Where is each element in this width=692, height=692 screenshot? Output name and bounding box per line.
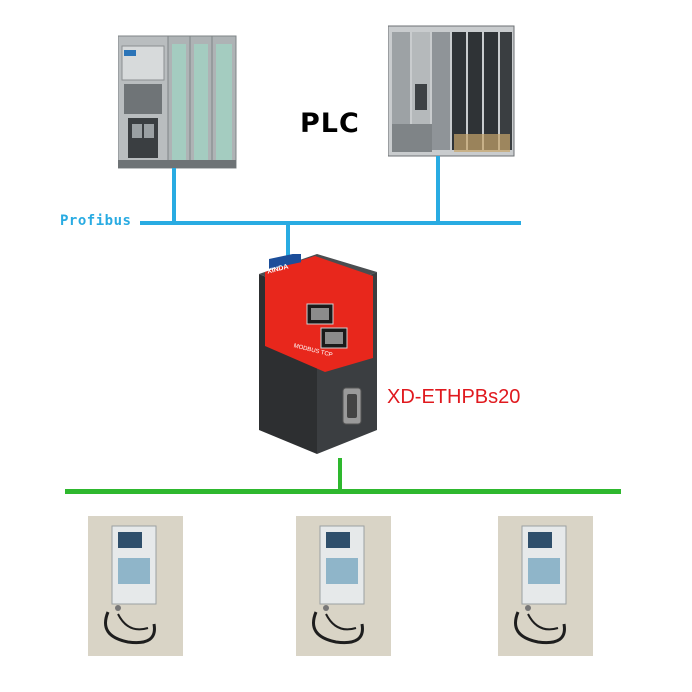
profibus-drop-plc-right <box>436 156 440 224</box>
profibus-bus-line <box>140 221 521 225</box>
plc-right-photo <box>387 25 515 157</box>
profibus-drop-gateway <box>286 224 290 256</box>
gateway-label: XD-ETHPBs20 <box>387 386 521 408</box>
plc-label: PLC <box>300 108 360 139</box>
plc-left <box>117 32 238 170</box>
field-bus-line <box>65 489 621 494</box>
field-drop-gateway <box>338 458 342 492</box>
field-device-photo <box>498 516 593 656</box>
field-device-photo <box>88 516 183 656</box>
field-device-1 <box>88 516 183 656</box>
plc-right <box>387 24 516 158</box>
profibus-drop-plc-left <box>172 168 176 224</box>
field-device-photo <box>296 516 391 656</box>
field-device-2 <box>296 516 391 656</box>
gateway-device: XINDA MODBUS TCP <box>255 252 385 459</box>
plc-left-photo <box>117 35 237 169</box>
field-device-3 <box>498 516 593 656</box>
profibus-label: Profibus <box>60 213 132 229</box>
gateway-photo <box>259 252 377 454</box>
